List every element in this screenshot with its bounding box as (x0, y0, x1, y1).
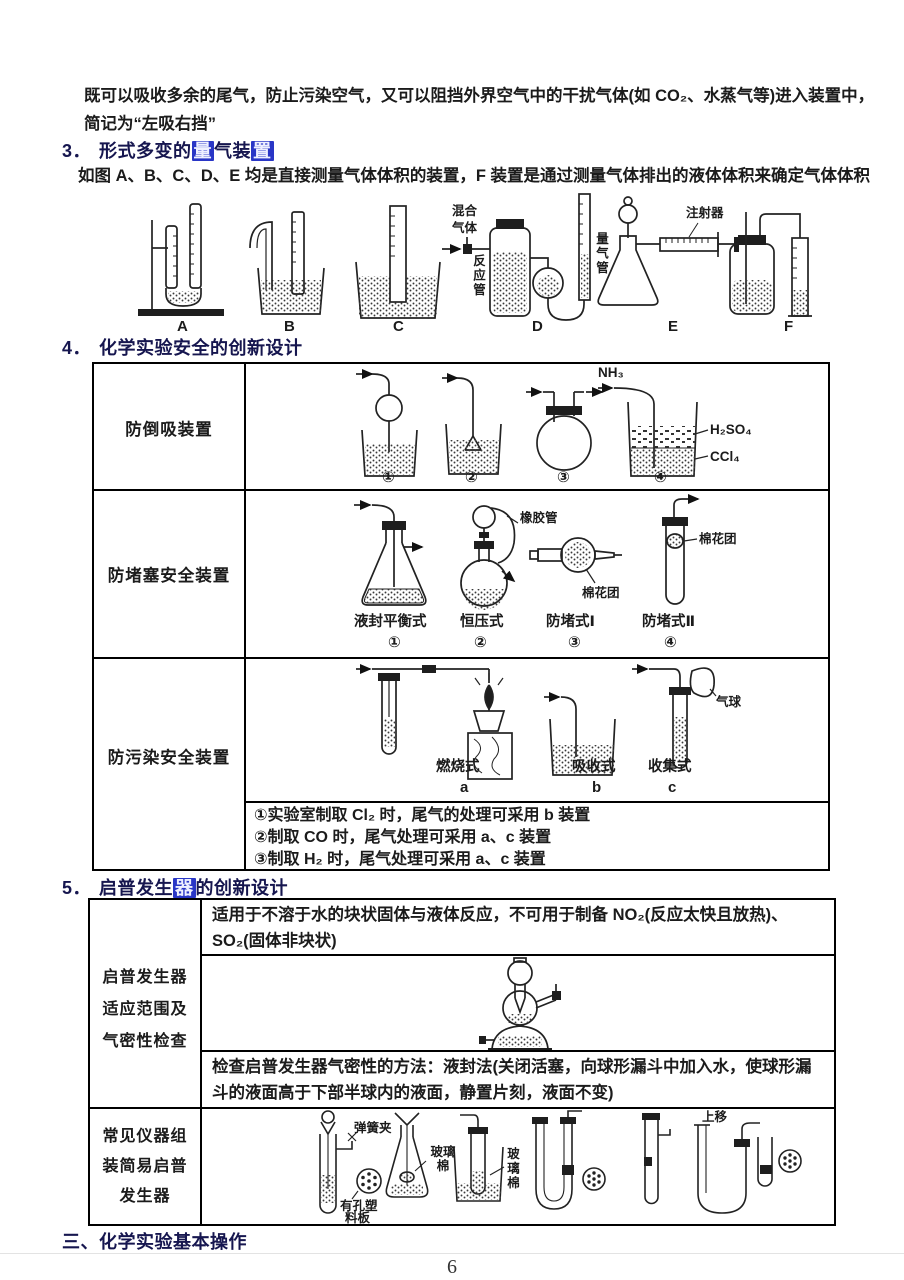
section3-number: 3． (62, 141, 92, 161)
caption-liquid-seal: 液封平衡式 (354, 614, 427, 630)
caption-collect: 收集式 (648, 759, 692, 775)
caption-constant-pressure: 恒压式 (460, 614, 504, 630)
header-line: 适应范围及 (102, 1001, 188, 1018)
airtightness-check-text: 检查启普发生器气密性的方法：液封法(关闭活塞，向球形漏斗中加入水，使球形漏斗的液… (212, 1058, 812, 1102)
balloon-label: 气球 (716, 695, 742, 709)
syringe-label: 注射器 (686, 206, 724, 220)
glass-wool-label-1: 玻璃棉 (430, 1145, 456, 1173)
circled-2: ② (465, 469, 478, 486)
highlighted-char: 置 (251, 141, 274, 161)
intro-line-1: 既可以吸收多余的尾气，防止污染空气，又可以阻挡外界空气中的干扰气体(如 CO₂、… (84, 87, 875, 105)
mixed-gas-label-1: 混合 (452, 204, 478, 218)
section4-number: 4． (62, 338, 92, 358)
reaction-tube-label: 反应管 (471, 254, 485, 298)
circled-3: ③ (557, 469, 570, 486)
kipp-generator-drawing (479, 957, 561, 1050)
gas-measuring-devices-figure: 混合 气体 反应管 量气管 注射器 A B C D E F (100, 192, 830, 335)
header-line: 装简易启普 (102, 1158, 188, 1175)
device-letter-a: A (177, 318, 188, 335)
highlighted-char: 量 (191, 141, 215, 161)
circled-2: ② (474, 634, 487, 651)
row-header-anti-suckback: 防倒吸装置 (125, 421, 213, 439)
anti-pollution-figure: 气球 燃烧式 吸收式 收集式 a b c (246, 659, 828, 801)
anti-pollution-drawing (356, 663, 717, 780)
circled-1: ① (382, 469, 395, 486)
anti-clog-drawing (354, 493, 700, 610)
caption-burn: 燃烧式 (436, 759, 480, 775)
section5-heading: 5． 启普发生器的创新设计 (62, 874, 288, 900)
section5-number: 5． (62, 878, 92, 898)
rubber-tube-label: 橡胶管 (520, 511, 558, 525)
circled-4: ④ (664, 634, 677, 651)
kipp-scope-text: 适用于不溶于水的块状固体与液体反应，不可用于制备 NO₂(反应太快且放热)、SO… (212, 906, 788, 950)
cotton-ball-label-2: 棉花团 (699, 532, 737, 546)
highlighted-char: 器 (173, 878, 196, 898)
letter-a: a (460, 779, 469, 796)
spring-clamp-label: 弹簧夹 (354, 1121, 392, 1135)
section5-title-part: 的创新设计 (195, 878, 289, 898)
section5-title-part: 启普发生 (99, 878, 174, 898)
header-line: 常见仪器组 (102, 1128, 188, 1145)
row-header-anti-clog: 防堵塞安全装置 (107, 567, 231, 585)
row-header-kipp-scope: 启普发生器 适应范围及 气密性检查 (90, 962, 200, 1058)
section3-title-part: 气装 (214, 141, 252, 161)
kipp-generator-table: 启普发生器 适应范围及 气密性检查 常见仪器组 装简易启普 发生器 适用于不溶于… (88, 898, 836, 1226)
circled-3: ③ (568, 634, 581, 651)
device-letter-e: E (668, 318, 679, 335)
intro-line-2: 简记为“左吸右挡” (84, 115, 216, 133)
device-letter-d: D (532, 318, 543, 335)
safety-design-table: 防倒吸装置 防堵塞安全装置 防污染安全装置 (92, 362, 830, 871)
kipp-generator-figure (202, 956, 834, 1050)
h2so4-label: H₂SO₄ (710, 422, 752, 437)
gas-tube-label: 量气管 (594, 232, 608, 276)
simple-kipp-drawing (319, 1110, 802, 1214)
header-line: 发生器 (119, 1188, 171, 1205)
device-letter-f: F (784, 318, 794, 335)
caption-absorb: 吸收式 (572, 759, 616, 775)
section3-heading: 3． 形式多变的量气装置 (62, 137, 274, 163)
perforated-plate-label-1: 有孔塑 (340, 1199, 378, 1213)
row-header-anti-pollution: 防污染安全装置 (107, 749, 231, 767)
note-2: ②制取 CO 时，尾气处理可采用 a、c 装置 (254, 829, 552, 846)
cotton-ball-label-1: 棉花团 (582, 586, 620, 600)
device-letter-c: C (393, 318, 404, 335)
apparatus-strip-drawing (138, 193, 812, 321)
anti-suckback-drawing (356, 368, 709, 477)
section4-title: 化学实验安全的创新设计 (99, 338, 303, 358)
section-basic-operations-heading: 三、化学实验基本操作 (62, 1232, 247, 1252)
perforated-plate-label-2: 料板 (345, 1211, 371, 1225)
header-line: 气密性检查 (102, 1033, 188, 1050)
glass-wool-label-2: 玻璃棉 (505, 1147, 519, 1191)
section4-heading: 4． 化学实验安全的创新设计 (62, 334, 303, 360)
caption-anti-clog-1: 防堵式Ⅰ (546, 614, 595, 630)
letter-b: b (592, 779, 602, 796)
caption-anti-clog-2: 防堵式Ⅱ (642, 614, 696, 630)
page-number: 6 (447, 1256, 457, 1278)
row-header-simple-kipp: 常见仪器组 装简易启普 发生器 (90, 1122, 200, 1212)
simple-kipp-figure: 弹簧夹 有孔塑 料板 玻璃棉 玻璃棉 上移 (202, 1109, 834, 1225)
footer-separator (0, 1253, 904, 1254)
header-line: 启普发生器 (102, 969, 188, 986)
section3-description: 如图 A、B、C、D、E 均是直接测量气体体积的装置，F 装置是通过测量气体排出… (78, 167, 870, 185)
letter-c: c (668, 779, 677, 796)
move-up-label: 上移 (702, 1110, 728, 1124)
mixed-gas-label-2: 气体 (452, 221, 478, 235)
tail-gas-notes: ①实验室制取 Cl₂ 时，尾气的处理可采用 b 装置 ②制取 CO 时，尾气处理… (246, 803, 828, 869)
anti-clog-figure: 橡胶管 棉花团 棉花团 液封平衡式 恒压式 防堵式Ⅰ 防堵式Ⅱ ① ② ③ ④ (246, 491, 828, 657)
circled-4: ④ (654, 469, 667, 486)
ccl4-label: CCl₄ (710, 449, 740, 464)
device-letter-b: B (284, 318, 295, 335)
circled-1: ① (388, 634, 401, 651)
nh3-label: NH₃ (598, 365, 624, 380)
anti-suckback-figure: NH₃ H₂SO₄ CCl₄ ① ② ③ ④ (246, 364, 828, 489)
section3-title-part: 形式多变的 (99, 141, 192, 161)
note-1: ①实验室制取 Cl₂ 时，尾气的处理可采用 b 装置 (254, 807, 591, 824)
note-3: ③制取 H₂ 时，尾气处理可采用 a、c 装置 (254, 851, 546, 868)
